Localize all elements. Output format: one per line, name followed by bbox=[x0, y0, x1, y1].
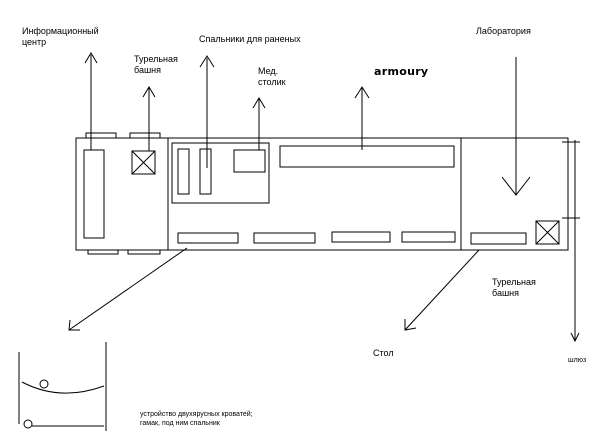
sleeping-bag-1 bbox=[177, 148, 190, 195]
armoury-rack bbox=[279, 145, 455, 168]
hatch-top-right bbox=[129, 132, 161, 139]
label-sleeping-bags: Спальники для раненых bbox=[199, 34, 301, 44]
arrow-armoury bbox=[354, 86, 370, 150]
hatch-top-left bbox=[85, 132, 117, 139]
arrow-table bbox=[404, 249, 480, 331]
main-hull bbox=[167, 137, 569, 251]
arrow-med-table bbox=[252, 97, 266, 150]
label-turret-left: Турельная башня bbox=[134, 54, 178, 75]
turret-left-box bbox=[131, 150, 156, 175]
label-turret-right: Турельная башня bbox=[492, 277, 536, 298]
arrow-bunk-setup bbox=[68, 247, 188, 331]
hatch-bottom-right bbox=[127, 249, 161, 255]
info-center-console bbox=[83, 149, 105, 239]
bench-3 bbox=[331, 231, 391, 243]
label-airlock: шлюз bbox=[568, 357, 587, 364]
sleeping-bag-2 bbox=[199, 148, 212, 195]
arrow-airlock bbox=[570, 140, 580, 343]
label-laboratory: Лаборатория bbox=[476, 26, 531, 36]
bench-4 bbox=[401, 231, 456, 243]
turret-right-box bbox=[535, 220, 560, 245]
label-table: Стол bbox=[373, 348, 394, 358]
arrow-info-center bbox=[84, 52, 98, 150]
lab-table bbox=[470, 232, 527, 245]
bench-2 bbox=[253, 232, 316, 244]
med-table-rect bbox=[233, 149, 266, 173]
med-bay bbox=[171, 142, 270, 204]
label-med-table: Мед. столик bbox=[258, 66, 286, 87]
left-module bbox=[75, 137, 169, 251]
bench-1 bbox=[177, 232, 239, 244]
turret-right-cross-b bbox=[535, 220, 560, 245]
arrow-sleeping-bags bbox=[199, 55, 215, 168]
label-armoury: armoury bbox=[374, 65, 429, 78]
bunk-bed-sketch bbox=[18, 342, 107, 431]
arrow-laboratory bbox=[501, 57, 531, 196]
turret-left-cross-b bbox=[131, 150, 156, 175]
label-bunk-note: устройство двухярусных кроватей; гамак, … bbox=[140, 411, 253, 427]
hatch-bottom-left bbox=[87, 249, 119, 255]
label-info-center: Информационный центр bbox=[22, 26, 99, 47]
arrow-turret-left bbox=[142, 86, 156, 151]
